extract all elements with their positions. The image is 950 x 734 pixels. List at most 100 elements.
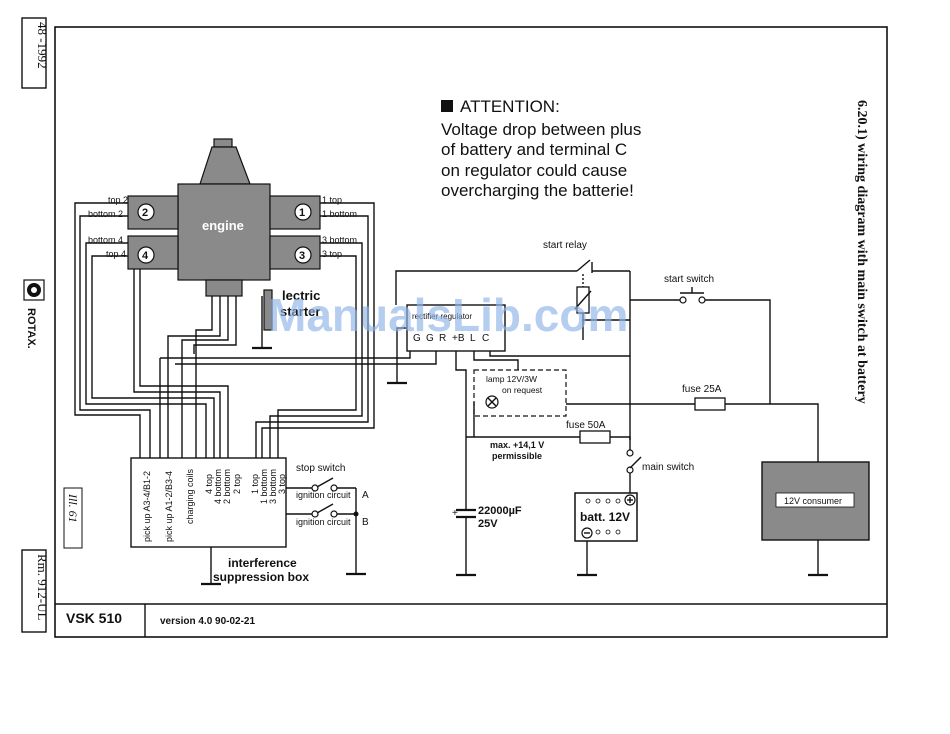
- engine-ground: [252, 296, 272, 350]
- regulator-wires: [395, 270, 631, 440]
- illustration-number: Ill. 61: [66, 493, 80, 523]
- stop-switch-ground: [346, 488, 366, 576]
- ignition-b-letter: B: [362, 517, 369, 528]
- diagram-title: 6.20.1) wiring diagram with main switch …: [854, 100, 869, 404]
- rectifier-regulator: [406, 304, 506, 352]
- terminal-g2: G: [426, 333, 434, 344]
- terminal-4-bottom: 4 bottom: [213, 469, 223, 504]
- fuse-25a: [566, 397, 819, 462]
- suppression-box: [130, 457, 287, 548]
- main-switch: [626, 449, 642, 495]
- attention-line-2: of battery and terminal C: [441, 140, 627, 159]
- start-relay: [574, 259, 631, 356]
- watermark: ManualsLib.com: [268, 289, 628, 341]
- label-3-top: 3 top: [322, 249, 342, 259]
- lamp-label-2: on request: [502, 385, 543, 395]
- terminal-4-top: 4 top: [204, 474, 214, 494]
- voltage-note-2: permissible: [492, 451, 542, 461]
- label-bottom-4: bottom 4: [88, 235, 123, 245]
- fuse-50a: [466, 430, 631, 450]
- terminal-charging-coils: charging coils: [185, 468, 195, 524]
- cylinder-1-number: 1: [299, 207, 305, 219]
- regulator-label: rectifier regulator: [412, 312, 472, 321]
- ignition-a-label: ignition circuit: [296, 490, 351, 500]
- cylinder-3: [294, 246, 312, 264]
- lamp-icon: [485, 395, 499, 409]
- capacitor-voltage: 25V: [478, 518, 498, 530]
- cylinder-3-number: 3: [299, 250, 305, 262]
- terminal-r: R: [439, 333, 446, 344]
- attention-heading: ATTENTION:: [460, 97, 560, 116]
- terminal-pickup-a12: pick up A1-2/B3-4: [164, 471, 174, 542]
- stop-switch-label: stop switch: [296, 463, 345, 474]
- label-3-bottom: 3 bottom: [322, 235, 357, 245]
- harness-wires-right: [255, 202, 375, 458]
- stop-switch-a: [286, 477, 356, 492]
- label-1-top: 1 top: [322, 195, 342, 205]
- stop-switch-b: [286, 503, 356, 518]
- battery-label: batt. 12V: [580, 510, 630, 524]
- suppression-box-label-2: suppression box: [213, 570, 309, 584]
- consumer-label-plate: [775, 492, 855, 508]
- attention-line-1: Voltage drop between plus: [441, 120, 641, 139]
- fuse-50a-label: fuse 50A: [566, 420, 606, 431]
- terminal-2-bottom: 2 bottom: [222, 469, 232, 504]
- label-bottom-2: bottom 2: [88, 209, 123, 219]
- suppression-box-label-1: interference: [228, 556, 297, 570]
- suppression-box-ground: [201, 547, 221, 586]
- terminal-l: L: [470, 333, 476, 344]
- cylinder-2-number: 2: [142, 207, 148, 219]
- cylinder-1: [294, 203, 312, 221]
- page-frame: [54, 26, 888, 638]
- terminal-1-top: 1 top: [250, 474, 260, 494]
- version-text: version 4.0 90-02-21: [160, 616, 255, 627]
- lamp-label-1: lamp 12V/3W: [486, 374, 537, 384]
- terminal-plus-b: +B: [452, 333, 465, 344]
- attention-line-3: on regulator could cause: [441, 161, 627, 180]
- terminal-2-top: 2 top: [232, 474, 242, 494]
- label-top-4: top 4: [106, 249, 126, 259]
- fuse-25a-label: fuse 25A: [682, 384, 722, 395]
- illustration-box: [63, 487, 83, 549]
- regulator-ground: [387, 327, 407, 385]
- brand-text: ROTAX.: [25, 308, 37, 349]
- consumer-label: 12V consumer: [784, 496, 842, 506]
- start-switch: [630, 287, 771, 404]
- lamp-optional-box: [473, 369, 567, 417]
- terminal-1-bottom: 1 bottom: [259, 469, 269, 504]
- label-top-2: top 2: [108, 195, 128, 205]
- terminal-3-top: 3 top: [277, 474, 287, 494]
- page-ref-tab: [21, 17, 47, 89]
- label-1-bottom: 1 bottom: [322, 209, 357, 219]
- starter-label-1: lectric: [282, 288, 320, 303]
- battery-minus-terminal: [581, 527, 593, 539]
- voltage-note-1: max. +14,1 V: [490, 440, 544, 450]
- capacitor-value: 22000µF: [478, 505, 522, 517]
- start-switch-label: start switch: [664, 274, 714, 285]
- battery-ground: [577, 541, 597, 577]
- ignition-a-letter: A: [362, 490, 369, 501]
- doc-ref-text: Rm. 912-UL: [35, 554, 50, 621]
- capacitor: [456, 437, 476, 577]
- page-ref-text: 48 -1992: [35, 22, 50, 69]
- harness-wires-left: [74, 202, 229, 458]
- rotax-logo: [23, 279, 45, 301]
- engine-label: engine: [202, 218, 244, 233]
- starter-label-2: starter: [280, 304, 320, 319]
- doc-ref-tab: [21, 549, 47, 633]
- terminal-g1: G: [413, 333, 421, 344]
- attention-bullet: [441, 100, 453, 112]
- model-number: VSK 510: [66, 610, 122, 626]
- cylinder-4: [137, 246, 155, 264]
- battery-plus-terminal: [624, 494, 636, 506]
- terminal-pickup-a34: pick up A3-4/B1-2: [142, 471, 152, 542]
- terminal-c: C: [482, 333, 489, 344]
- cylinder-2: [137, 203, 155, 221]
- consumer-ground: [808, 540, 828, 577]
- engine-block: [127, 138, 321, 331]
- cylinder-4-number: 4: [142, 250, 149, 262]
- start-relay-label: start relay: [543, 240, 587, 251]
- main-switch-label: main switch: [642, 462, 694, 473]
- terminal-3-bottom: 3 bottom: [268, 469, 278, 504]
